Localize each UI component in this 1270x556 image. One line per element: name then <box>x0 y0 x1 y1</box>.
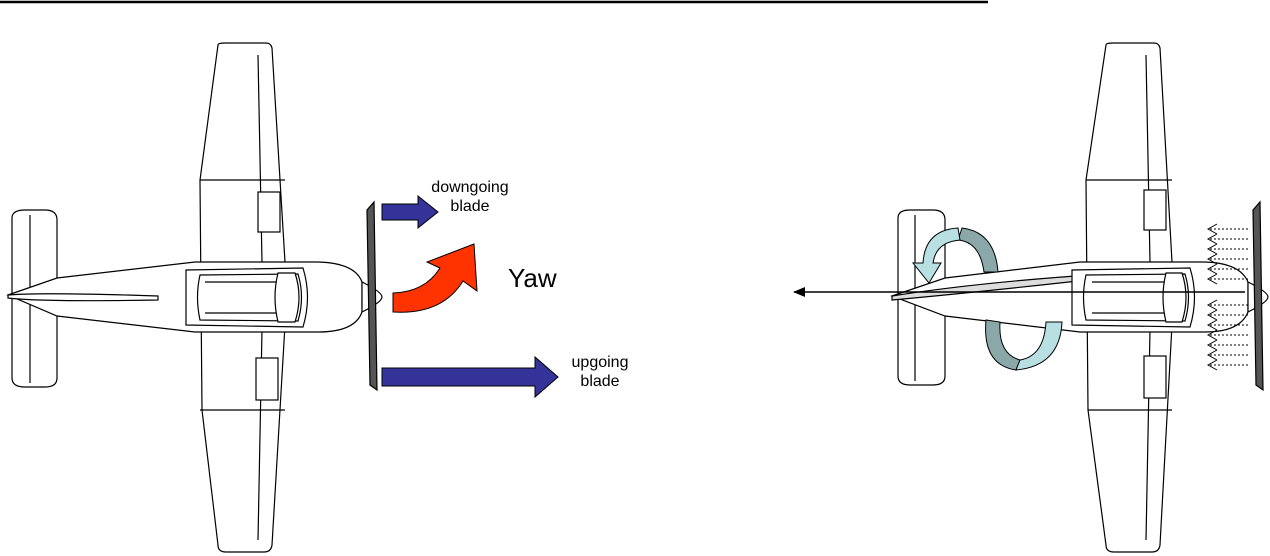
slipstream-swirl-icon <box>911 227 1063 371</box>
airflow-arrows <box>1206 223 1250 371</box>
left-airplane-top-view <box>6 42 383 553</box>
upgoing-blade-label-line1: upgoing <box>571 354 629 371</box>
left-blade-arrows <box>381 194 559 399</box>
downgoing-blade-arrow <box>381 194 439 230</box>
yaw-arrow-icon <box>392 243 478 313</box>
upgoing-blade-label: upgoing blade <box>560 353 640 391</box>
upgoing-blade-arrow <box>381 355 559 399</box>
right-propeller <box>1252 200 1264 392</box>
downgoing-blade-label: downgoing blade <box>420 178 520 216</box>
left-propeller <box>366 200 378 392</box>
upgoing-blade-label-line2: blade <box>580 373 620 391</box>
yaw-label: Yaw <box>508 263 557 293</box>
downgoing-blade-label-line2: blade <box>450 198 490 216</box>
right-airplane-top-view <box>890 42 1269 553</box>
downgoing-blade-label-line1: downgoing <box>431 179 509 196</box>
